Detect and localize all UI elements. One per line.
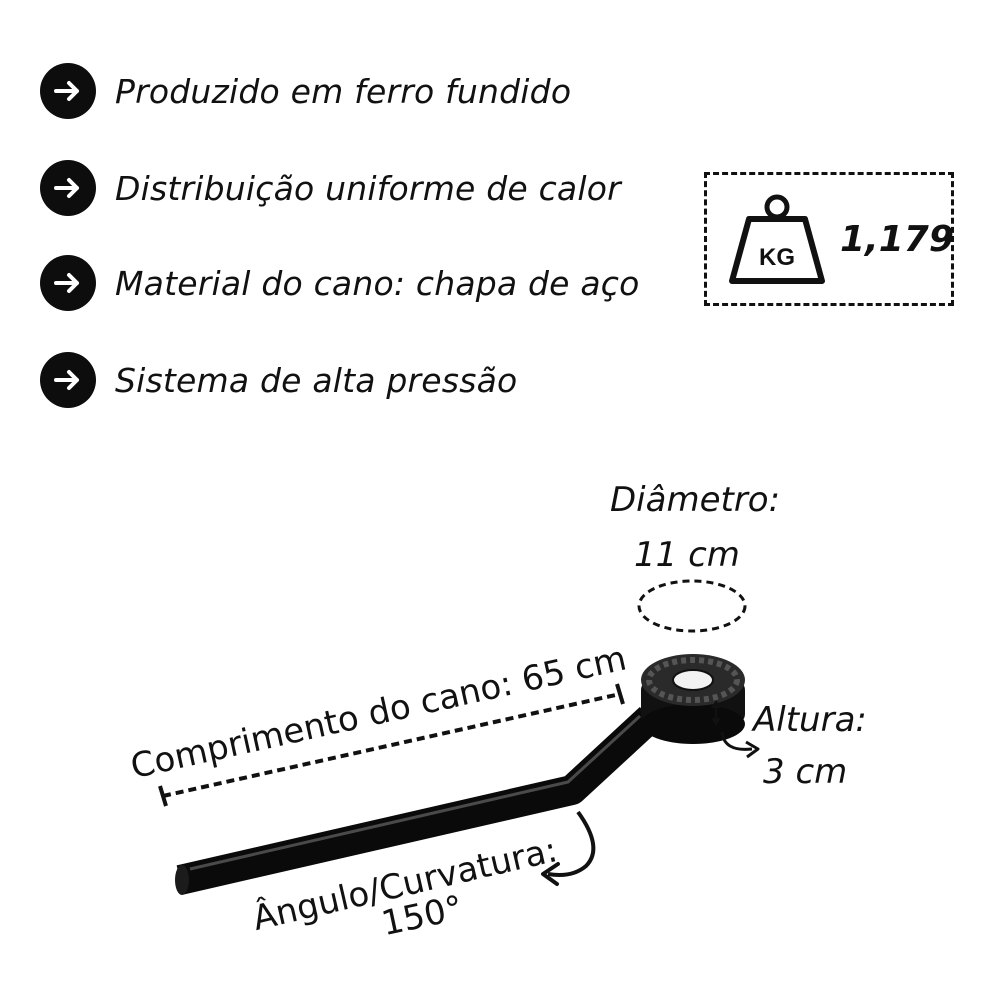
feature-item: Produzido em ferro fundido bbox=[40, 63, 571, 119]
burner-pipe bbox=[176, 706, 661, 895]
pipe-highlight bbox=[189, 714, 642, 871]
weight-kg-icon: KG bbox=[729, 194, 825, 284]
arrow-right-icon bbox=[40, 160, 96, 216]
feature-item: Material do cano: chapa de aço bbox=[40, 255, 640, 311]
arrow-right-icon bbox=[40, 63, 96, 119]
weight-box: KG 1,179 bbox=[704, 172, 954, 306]
diameter-label: Diâmetro: bbox=[610, 480, 781, 520]
feature-item: Sistema de alta pressão bbox=[40, 352, 517, 408]
feature-text: Distribuição uniforme de calor bbox=[115, 168, 621, 208]
length-dimension-line bbox=[162, 692, 621, 798]
height-arrow-icon bbox=[711, 700, 721, 726]
weight-value: 1,179 bbox=[840, 219, 954, 260]
feature-text: Sistema de alta pressão bbox=[115, 360, 518, 400]
weight-unit-label: KG bbox=[759, 244, 795, 271]
feature-item: Distribuição uniforme de calor bbox=[40, 160, 621, 216]
arrow-right-icon bbox=[40, 255, 96, 311]
feature-text: Material do cano: chapa de aço bbox=[115, 263, 640, 303]
pipe-end bbox=[175, 865, 189, 895]
length-tick bbox=[158, 785, 168, 807]
diameter-value: 11 cm bbox=[634, 535, 740, 575]
height-label: Altura: bbox=[753, 700, 867, 740]
length-tick bbox=[615, 683, 625, 705]
angle-curved-arrow-icon bbox=[541, 810, 596, 886]
height-value: 3 cm bbox=[763, 752, 848, 792]
feature-text: Produzido em ferro fundido bbox=[115, 71, 572, 111]
diameter-outline bbox=[637, 579, 747, 633]
curved-arrow-icon bbox=[720, 731, 760, 759]
burner-head bbox=[641, 654, 745, 744]
arrow-right-icon bbox=[40, 352, 96, 408]
